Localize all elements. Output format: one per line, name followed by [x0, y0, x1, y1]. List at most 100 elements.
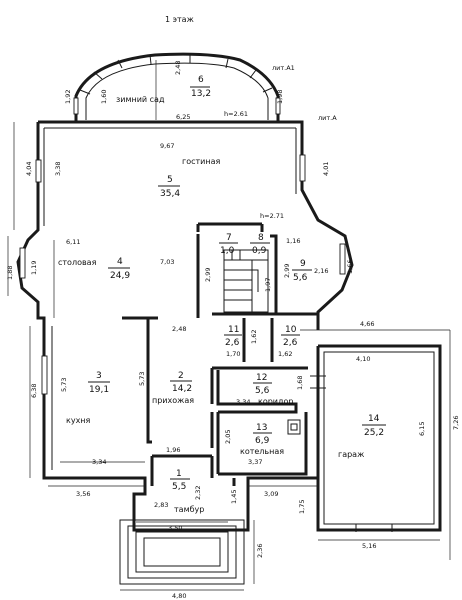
room-vestibule-area: 5,5 [172, 482, 186, 492]
label-height-2: h=2.71 [260, 212, 284, 220]
interior-partitions [122, 222, 318, 478]
dim-1-62a: 1,62 [250, 330, 258, 344]
dim-3-38: 3,38 [54, 162, 62, 176]
dim-1-98: 1,98 [276, 90, 284, 104]
dim-6-15: 6,15 [418, 422, 426, 436]
room-living-area: 35,4 [160, 189, 180, 199]
dim-3-56: 3,56 [76, 490, 90, 498]
room-winter-garden-area: 13,2 [191, 89, 211, 99]
room-dining-name: столовая [58, 258, 97, 267]
boiler-icon-inner [290, 423, 298, 431]
staircase [223, 249, 269, 313]
room-hallway-name: прихожая [152, 396, 194, 405]
dim-1-88: 1,88 [6, 266, 14, 280]
dim-2-83: 2,83 [154, 501, 168, 509]
room-corridor-name: коридор [258, 397, 294, 406]
dim-3-34a: 3,34 [236, 398, 250, 406]
room-vestibule-name: тамбур [174, 505, 204, 514]
room-garage-num: 14 [368, 414, 380, 424]
dim-2-48-mid: 2,48 [172, 325, 186, 333]
dim-1-75: 1,75 [298, 500, 306, 514]
winter-garden-windows [79, 54, 273, 95]
dim-2-48-top: 2,48 [174, 61, 182, 75]
garage-inner-walls [323, 351, 435, 525]
room-10-area: 2,6 [283, 338, 298, 348]
dim-2-05: 2,05 [224, 430, 232, 444]
room-11-num: 11 [228, 325, 239, 335]
room-11-area: 2,6 [225, 338, 240, 348]
room9-window [339, 243, 346, 275]
room-corridor-num: 12 [256, 373, 267, 383]
room-8-num: 8 [258, 233, 264, 243]
dim-6-38: 6,38 [30, 384, 38, 398]
dim-1-62b: 1,62 [278, 350, 292, 358]
dim-5-73a: 5,73 [60, 378, 68, 392]
floor-title: 1 этаж [165, 15, 194, 24]
dim-1-60: 1,60 [100, 90, 108, 104]
dim-1-92: 1,92 [64, 90, 72, 104]
winter-garden-inner-arc [85, 62, 269, 120]
dim-1-70: 1,70 [226, 350, 240, 358]
label-height-1: h=2.61 [224, 110, 248, 118]
room-9-area: 5,6 [293, 273, 308, 283]
room-garage-name: гараж [338, 450, 364, 459]
kitchen-window [41, 355, 48, 395]
dim-4-04: 4,04 [25, 162, 33, 176]
entrance-steps [119, 519, 245, 585]
dim-2-36: 2,36 [256, 544, 264, 558]
dim-1-68: 1,68 [296, 376, 304, 390]
dim-2-99b: 2,99 [283, 264, 291, 278]
room-7-area: 1,0 [220, 246, 235, 256]
dim-9-67: 9,67 [160, 142, 174, 150]
dim-7-03: 7,03 [160, 258, 174, 266]
room-9-num: 9 [300, 259, 306, 269]
dim-2-16: 2,16 [314, 267, 328, 275]
winter-garden-window-right [275, 97, 281, 115]
dim-4-01: 4,01 [322, 162, 330, 176]
boiler-icon [287, 419, 301, 435]
dimension-lines [7, 60, 451, 591]
dim-6-25: 6,25 [176, 113, 190, 121]
garage-walls [316, 344, 442, 532]
room-7-num: 7 [226, 233, 232, 243]
dim-4-66: 4,66 [360, 320, 374, 328]
living-window-right [299, 154, 306, 182]
dim-6-11: 6,11 [66, 238, 80, 246]
dim-4-10: 4,10 [356, 355, 370, 363]
dim-3-09: 3,09 [264, 490, 278, 498]
room-dining-area: 24,9 [110, 271, 130, 281]
dim-1-45: 1,45 [230, 490, 238, 504]
room-kitchen-area: 19,1 [89, 385, 109, 395]
dim-2-32: 2,32 [194, 486, 202, 500]
dim-1-16: 1,16 [286, 237, 300, 245]
dim-4-80: 4,80 [172, 592, 186, 600]
dim-1-96: 1,96 [166, 446, 180, 454]
dim-1-66: 1,66 [346, 260, 354, 274]
label-lit-a: лит.А [318, 114, 337, 122]
room-winter-garden-num: 6 [198, 75, 204, 85]
room-corridor-area: 5,6 [255, 386, 270, 396]
room-boiler-num: 13 [256, 423, 267, 433]
room-living-name: гостиная [182, 157, 220, 166]
room-boiler-area: 6,9 [255, 436, 270, 446]
dim-1-97: 1,97 [264, 278, 272, 292]
room-living-num: 5 [167, 175, 173, 185]
garage-door [355, 524, 393, 532]
room-hallway-num: 2 [178, 371, 184, 381]
room-hallway-area: 14,2 [172, 384, 192, 394]
house-inner-walls [43, 127, 297, 470]
room-winter-garden-name: зимний сад [116, 95, 165, 104]
dim-2-99a: 2,99 [204, 268, 212, 282]
dim-3-34b: 3,34 [92, 458, 106, 466]
room-dining-num: 4 [117, 257, 123, 267]
porch-walls [132, 478, 250, 520]
room-8-area: 0,9 [252, 246, 267, 256]
dim-3-37: 3,37 [248, 458, 262, 466]
dim-5-73b: 5,73 [138, 372, 146, 386]
dim-7-26: 7,26 [452, 416, 460, 430]
room-garage-area: 25,2 [364, 428, 384, 438]
room-10-num: 10 [285, 325, 297, 335]
dim-5-16: 5,16 [362, 542, 376, 550]
dim-3-50: 3,50 [168, 524, 182, 532]
